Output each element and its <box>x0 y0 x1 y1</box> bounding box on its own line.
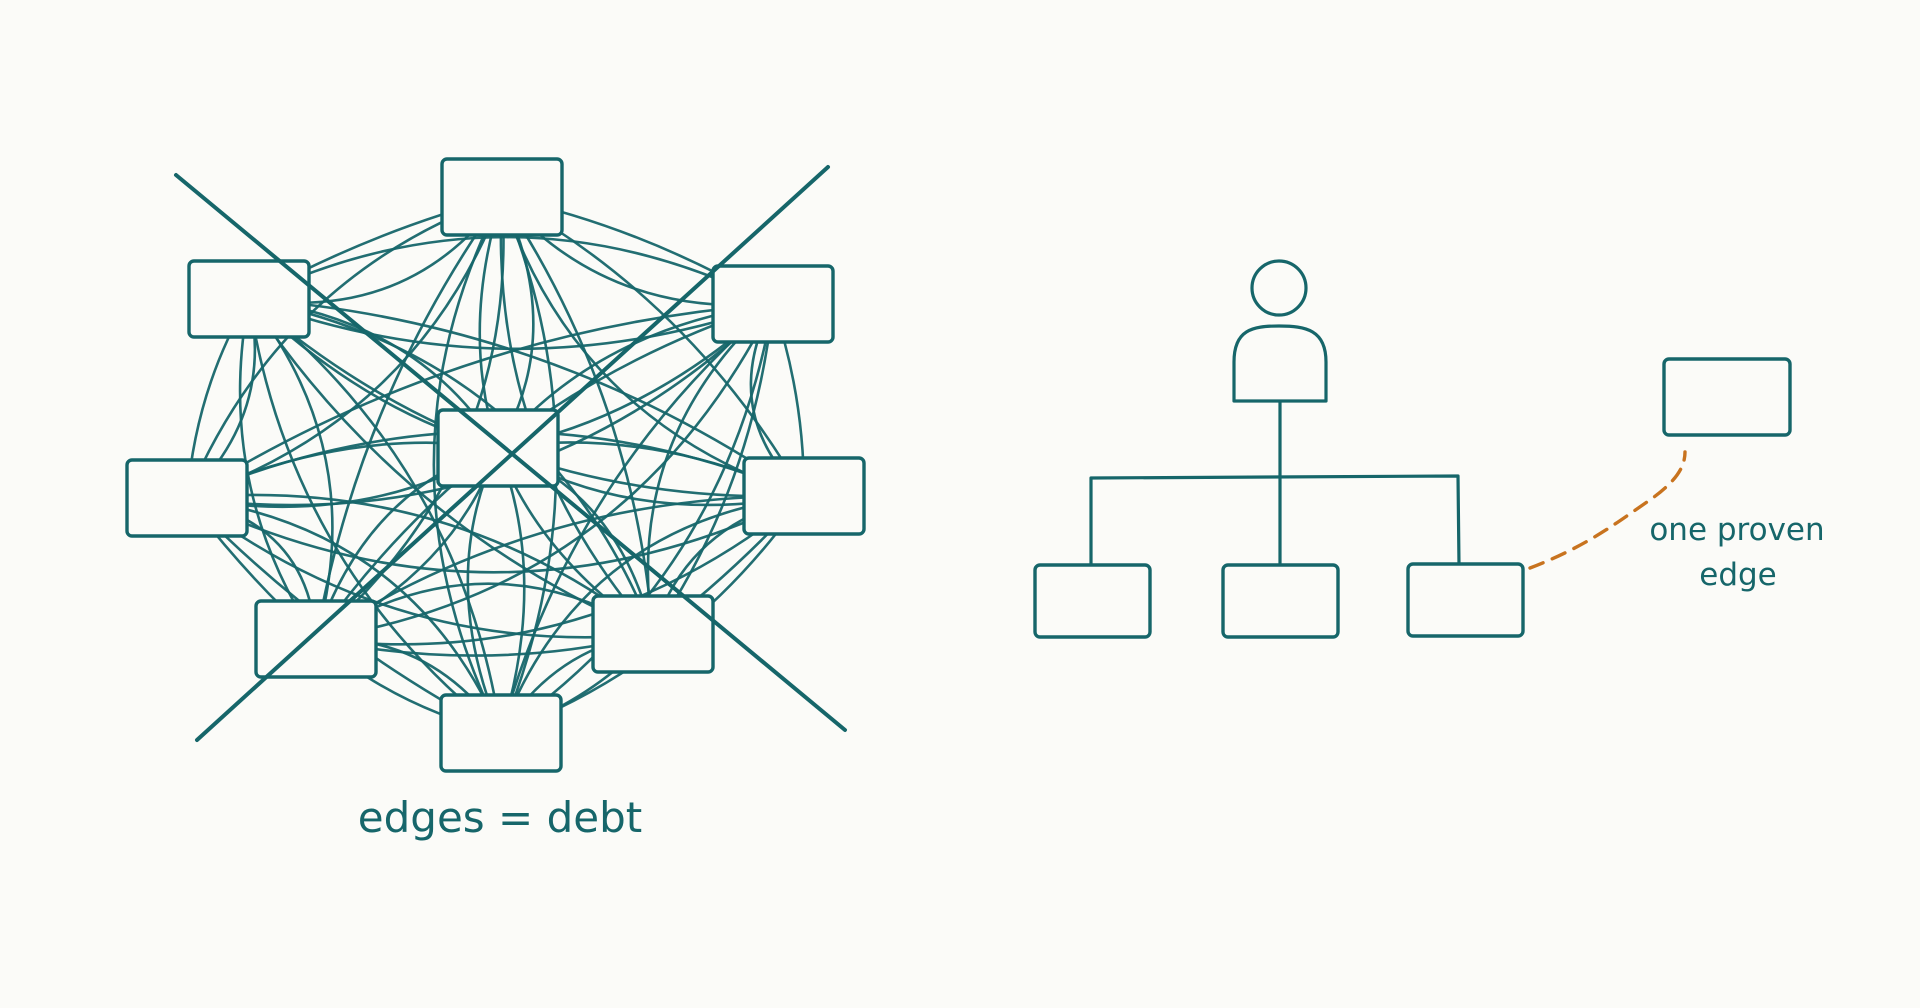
cross-out-line-2 <box>195 165 830 742</box>
mesh-edge <box>314 494 806 646</box>
mesh-caption: edges = debt <box>358 793 642 842</box>
mesh-node-box <box>591 594 715 674</box>
mesh-edge <box>432 195 504 735</box>
mesh-edge <box>185 496 655 639</box>
proven-edge-connector <box>1528 450 1687 570</box>
proven-edge-label-line2: edge <box>1699 557 1777 593</box>
mesh-node-box <box>187 259 311 339</box>
child-box-1 <box>1033 563 1152 639</box>
mesh-edge <box>185 494 806 574</box>
proven-edge-label-line1: one proven <box>1649 512 1824 548</box>
person-head <box>1250 259 1308 317</box>
mesh-node-box <box>440 157 564 237</box>
mesh-node-box <box>254 599 378 679</box>
mesh-node-box <box>742 456 866 536</box>
mesh-edge <box>247 297 503 735</box>
mesh-edge <box>247 235 775 306</box>
cross-out-line-1 <box>174 173 847 732</box>
person-body <box>1232 324 1328 403</box>
mesh-edge <box>314 302 775 641</box>
external-box <box>1662 357 1792 437</box>
mesh-node-box <box>125 458 249 538</box>
hierarchy-branch <box>1089 474 1461 567</box>
mesh-edge <box>314 494 806 641</box>
mesh-diagram <box>125 157 866 773</box>
mesh-node-box <box>439 693 563 773</box>
person-icon <box>1232 259 1328 403</box>
hierarchy-diagram <box>1033 259 1792 639</box>
mesh-edge <box>499 302 775 735</box>
child-box-2 <box>1221 563 1340 639</box>
child-box-3 <box>1406 562 1525 638</box>
mesh-edge <box>500 195 655 636</box>
mesh-edge <box>247 297 503 735</box>
mesh-node-box <box>711 264 835 344</box>
mesh-edge <box>185 302 775 500</box>
mesh-edge <box>185 493 655 636</box>
mesh-edge <box>499 302 775 735</box>
mesh-nodes <box>125 157 866 773</box>
